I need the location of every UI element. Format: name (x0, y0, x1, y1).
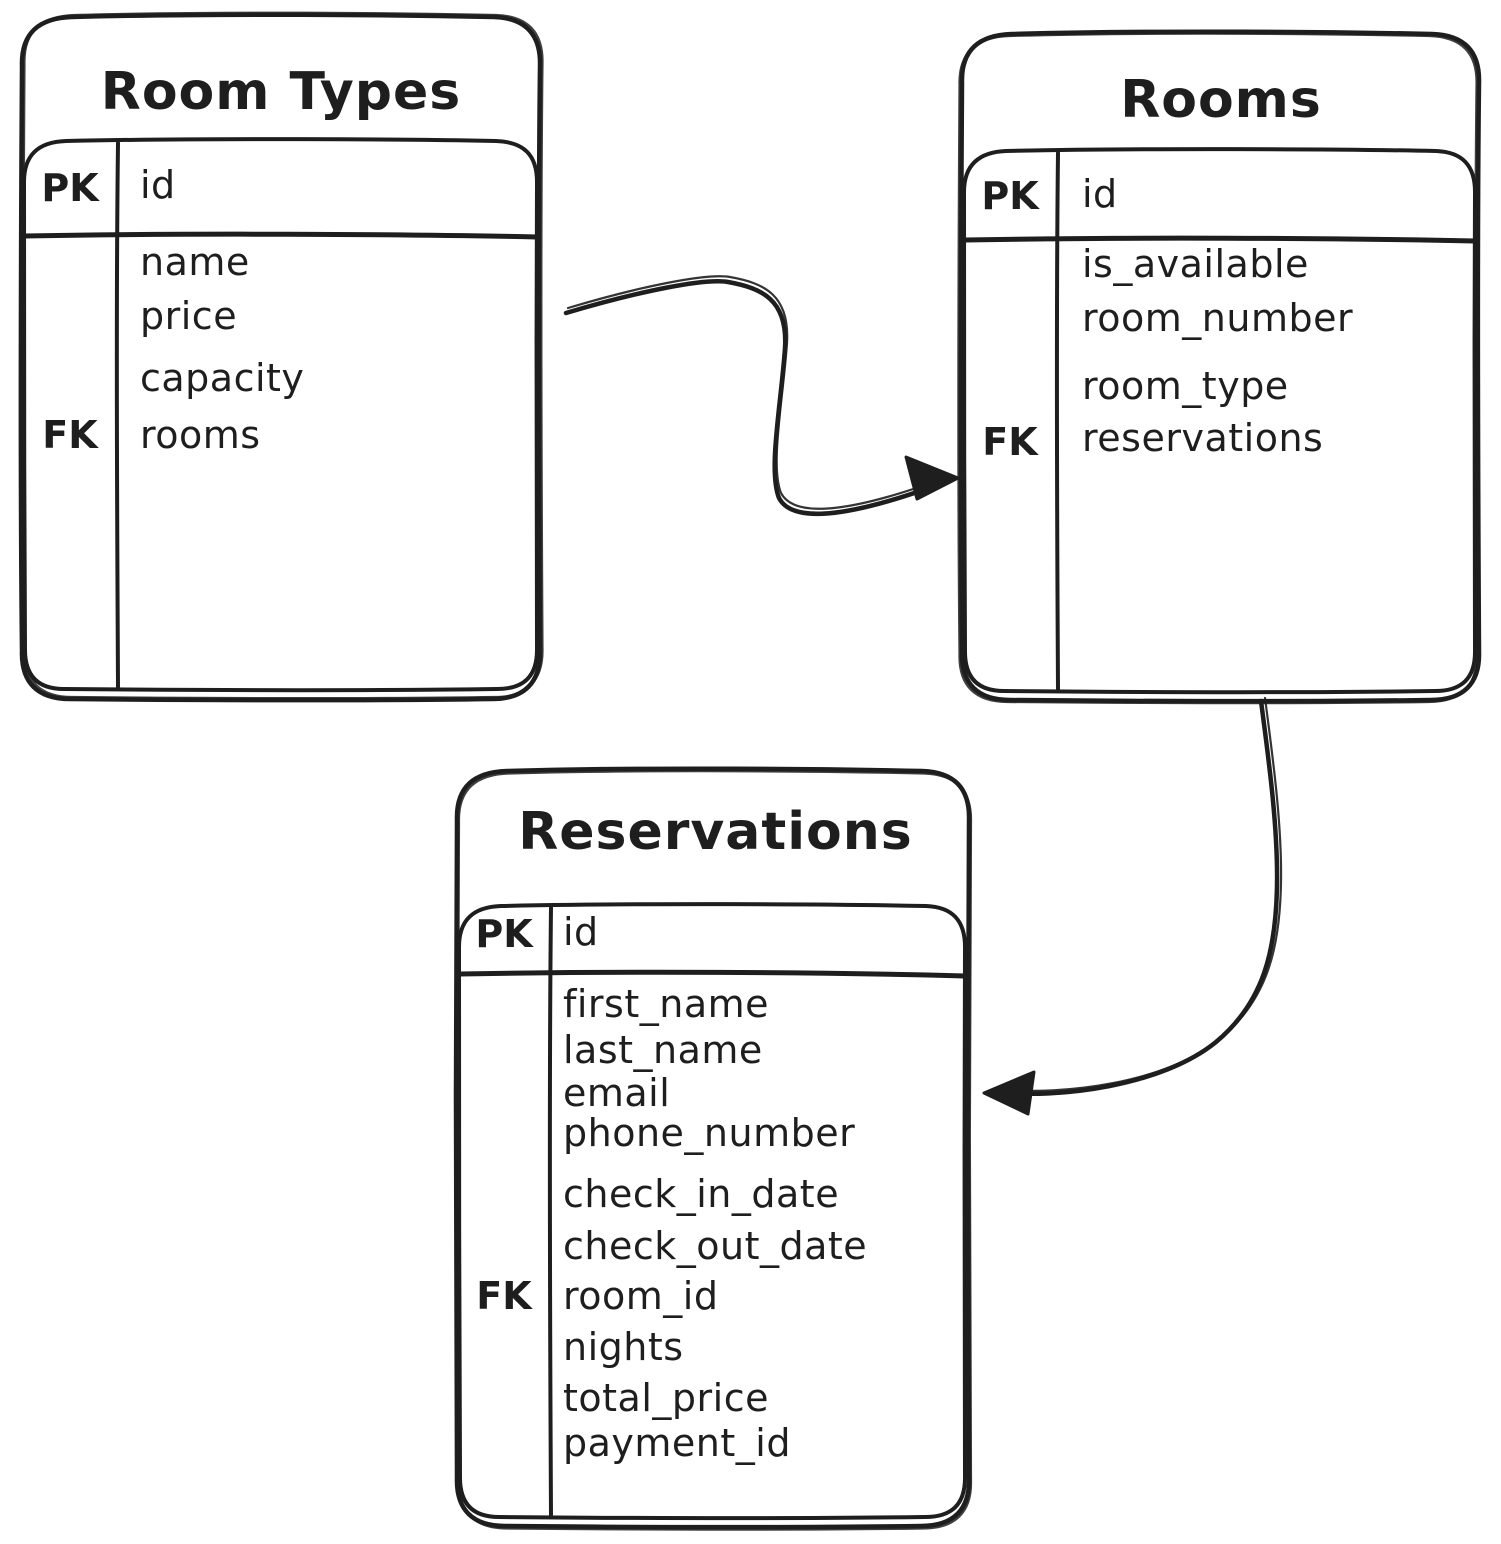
field-payment-id: payment_id (563, 1421, 791, 1465)
room-types-header-row-divider (21, 231, 540, 240)
field-phone-number: phone_number (563, 1111, 856, 1155)
field-name: name (140, 240, 250, 284)
table-title: Rooms (1120, 70, 1322, 130)
field-price: price (140, 294, 238, 338)
field-room-id: room_id (563, 1274, 719, 1318)
arrow-shaft (993, 698, 1280, 1097)
pk-label: PK (475, 912, 533, 956)
field-room-number: room_number (1082, 296, 1354, 340)
pk-field: id (1082, 172, 1118, 216)
field-rooms: rooms (140, 413, 261, 457)
pk-field: id (563, 910, 599, 954)
rooms-outer-border (958, 29, 1482, 704)
reservations-inner-border (457, 902, 967, 1521)
reservations-key-column-divider (547, 906, 553, 1517)
room-types-inner-border (22, 137, 539, 693)
room-types-table-frame[interactable] (18, 11, 544, 703)
rooms-header-row-divider (962, 235, 1478, 244)
pk-label: PK (981, 174, 1039, 218)
arrowhead-right-icon (904, 455, 960, 501)
field-first-name: first_name (563, 982, 770, 1026)
table-room-types[interactable]: Room Types PK id name price capacity roo… (20, 14, 542, 702)
pk-field: id (140, 163, 176, 207)
table-reservations[interactable]: Reservations PK id first_name last_name … (455, 768, 976, 1530)
field-check-out-date: check_out_date (563, 1224, 868, 1268)
field-email: email (563, 1071, 671, 1115)
fk-label: FK (42, 413, 98, 457)
field-last-name: last_name (563, 1028, 763, 1072)
relationship-arrow-rooms-to-reservations[interactable] (982, 696, 1283, 1116)
rooms-inner-border (962, 147, 1477, 695)
field-total-price: total_price (563, 1376, 769, 1420)
reservations-outer-border (453, 766, 972, 1530)
relationship-arrow-room-types-to-rooms[interactable] (563, 275, 960, 516)
fk-label: FK (476, 1274, 532, 1318)
field-check-in-date: check_in_date (563, 1172, 840, 1216)
arrowhead-left-icon (982, 1070, 1036, 1116)
field-capacity: capacity (140, 356, 305, 400)
reservations-header-row-divider (457, 969, 968, 979)
field-nights: nights (563, 1325, 684, 1369)
rooms-outer-border-sketch (957, 32, 1478, 705)
room-types-key-column-divider (114, 141, 120, 689)
rooms-key-column-divider (1054, 151, 1060, 691)
fk-label: FK (982, 420, 1038, 464)
arrow-shaft-sketch (566, 275, 952, 510)
pk-label: PK (41, 166, 99, 210)
arrow-shaft (563, 279, 951, 516)
room-types-outer-border (18, 12, 543, 703)
table-title: Room Types (100, 62, 462, 122)
rooms-table-frame[interactable] (957, 29, 1482, 705)
field-is-available: is_available (1082, 242, 1309, 286)
table-title: Reservations (518, 802, 913, 862)
reservations-table-frame[interactable] (453, 766, 973, 1531)
arrow-shaft-sketch (998, 696, 1283, 1092)
table-rooms[interactable]: Rooms PK id is_available room_number roo… (960, 32, 1482, 702)
field-reservations: reservations (1082, 416, 1324, 460)
field-room-type: room_type (1082, 364, 1289, 408)
